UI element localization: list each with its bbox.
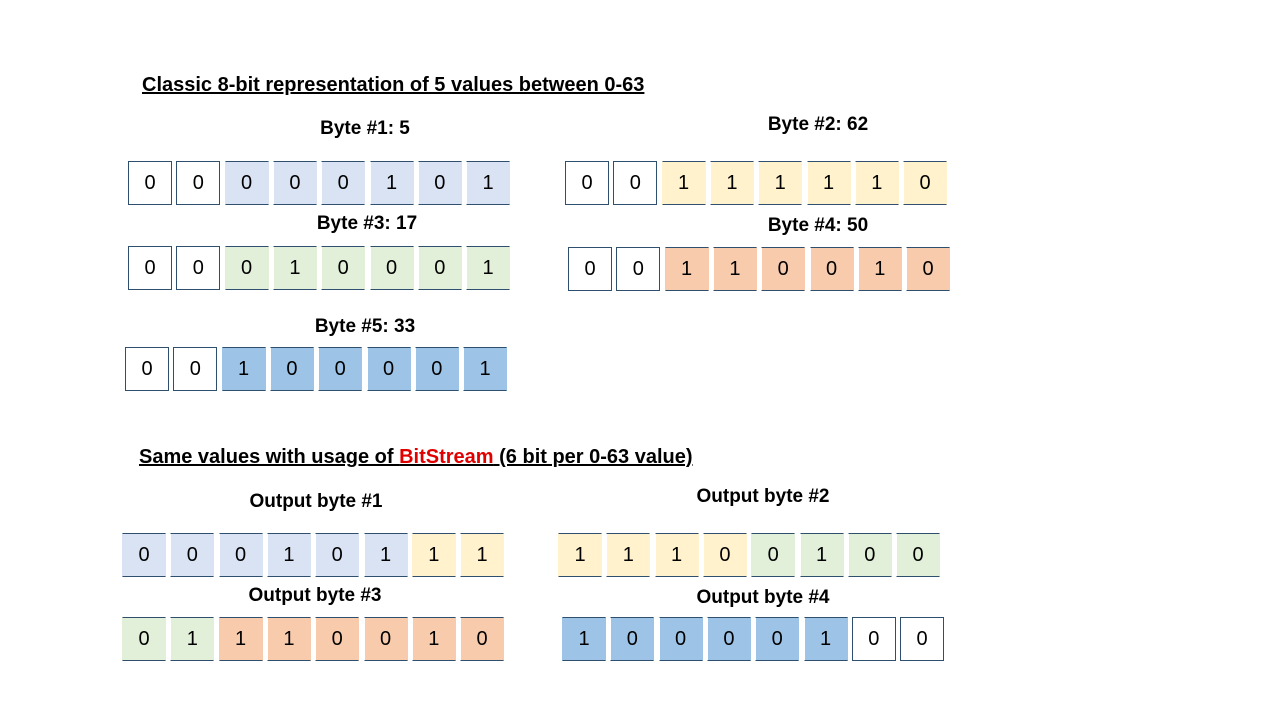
bit-cell: 1 bbox=[272, 246, 317, 290]
bit-cell: 0 bbox=[218, 533, 263, 577]
bit-cell: 0 bbox=[366, 347, 411, 391]
output-byte-label: Output byte #1 bbox=[249, 491, 383, 512]
byte-label: Byte #5: 33 bbox=[314, 316, 416, 337]
bit-cell: 0 bbox=[122, 617, 166, 661]
byte-label: Byte #4: 50 bbox=[767, 215, 869, 236]
bit-cell: 1 bbox=[266, 533, 311, 577]
bit-cell: 1 bbox=[664, 247, 709, 291]
bit-cell: 0 bbox=[565, 161, 609, 205]
bit-cell: 0 bbox=[809, 247, 854, 291]
bit-cell: 0 bbox=[315, 533, 360, 577]
bit-cell: 0 bbox=[903, 161, 948, 205]
section2-title-suffix: (6 bit per 0-63 value) bbox=[493, 446, 693, 468]
bit-cell: 1 bbox=[463, 347, 508, 391]
bit-cell: 1 bbox=[806, 161, 851, 205]
bit-cell: 0 bbox=[900, 617, 945, 661]
bit-cell: 0 bbox=[751, 533, 796, 577]
section2-title-prefix: Same values with usage of bbox=[139, 446, 400, 468]
bit-cell: 0 bbox=[128, 246, 172, 290]
bit-cell: 0 bbox=[755, 617, 800, 661]
bit-cell: 1 bbox=[221, 347, 266, 391]
bit-cell: 0 bbox=[321, 161, 366, 205]
bit-cell: 1 bbox=[562, 617, 606, 661]
bit-cell: 0 bbox=[318, 347, 363, 391]
byte-label: Byte #1: 5 bbox=[320, 118, 410, 139]
bit-cell: 0 bbox=[128, 161, 172, 205]
bit-cell: 1 bbox=[799, 533, 844, 577]
bit-cell: 0 bbox=[173, 347, 218, 391]
bit-cell: 1 bbox=[170, 617, 215, 661]
section2-title: Same values with usage of BitStream (6 b… bbox=[139, 445, 693, 469]
bit-cell: 1 bbox=[712, 247, 757, 291]
bit-cell: 0 bbox=[272, 161, 317, 205]
bit-cell: 0 bbox=[616, 247, 661, 291]
bit-cell: 0 bbox=[414, 347, 459, 391]
bit-cell: 1 bbox=[411, 533, 456, 577]
bit-cell: 1 bbox=[460, 533, 505, 577]
bit-cell: 0 bbox=[369, 246, 414, 290]
bit-cell: 1 bbox=[857, 247, 902, 291]
bit-cell: 0 bbox=[658, 617, 703, 661]
bit-cell: 0 bbox=[906, 247, 951, 291]
bit-cell: 0 bbox=[417, 161, 462, 205]
bit-cell: 1 bbox=[654, 533, 699, 577]
bit-cell: 1 bbox=[369, 161, 414, 205]
bit-cell: 1 bbox=[661, 161, 706, 205]
bit-cell: 1 bbox=[218, 617, 263, 661]
bit-cell: 0 bbox=[761, 247, 806, 291]
bit-cell: 0 bbox=[363, 617, 408, 661]
byte-label: Byte #2: 62 bbox=[767, 114, 869, 135]
bit-cell: 1 bbox=[709, 161, 754, 205]
section1-title: Classic 8-bit representation of 5 values… bbox=[142, 74, 645, 96]
bit-cell: 0 bbox=[170, 533, 215, 577]
bit-cell: 0 bbox=[610, 617, 655, 661]
bit-cell: 0 bbox=[176, 246, 221, 290]
bit-cell: 1 bbox=[558, 533, 602, 577]
bit-cell: 0 bbox=[176, 161, 221, 205]
bit-cell: 1 bbox=[411, 617, 456, 661]
output-byte-label: Output byte #4 bbox=[696, 587, 830, 608]
bit-cell: 1 bbox=[606, 533, 651, 577]
bit-cell: 0 bbox=[269, 347, 314, 391]
bit-cell: 0 bbox=[613, 161, 658, 205]
bit-cell: 1 bbox=[803, 617, 848, 661]
bit-cell: 1 bbox=[363, 533, 408, 577]
bit-cell: 1 bbox=[758, 161, 803, 205]
bit-cell: 0 bbox=[315, 617, 360, 661]
bit-cell: 1 bbox=[266, 617, 311, 661]
bit-cell: 0 bbox=[417, 246, 462, 290]
output-byte-label: Output byte #2 bbox=[696, 486, 830, 507]
bit-cell: 0 bbox=[851, 617, 896, 661]
bitstream-highlight: BitStream bbox=[399, 446, 494, 468]
byte-label: Byte #3: 17 bbox=[316, 213, 418, 234]
output-byte-label: Output byte #3 bbox=[248, 585, 382, 606]
bit-cell: 1 bbox=[854, 161, 899, 205]
bit-cell: 1 bbox=[466, 161, 511, 205]
bit-cell: 0 bbox=[321, 246, 366, 290]
bit-cell: 0 bbox=[125, 347, 169, 391]
bit-cell: 0 bbox=[702, 533, 747, 577]
bit-cell: 0 bbox=[896, 533, 941, 577]
bit-cell: 0 bbox=[847, 533, 892, 577]
bit-cell: 0 bbox=[568, 247, 612, 291]
bit-cell: 0 bbox=[706, 617, 751, 661]
bit-cell: 1 bbox=[466, 246, 511, 290]
bit-cell: 0 bbox=[122, 533, 166, 577]
bit-cell: 0 bbox=[460, 617, 505, 661]
bit-cell: 0 bbox=[224, 161, 269, 205]
bit-cell: 0 bbox=[224, 246, 269, 290]
